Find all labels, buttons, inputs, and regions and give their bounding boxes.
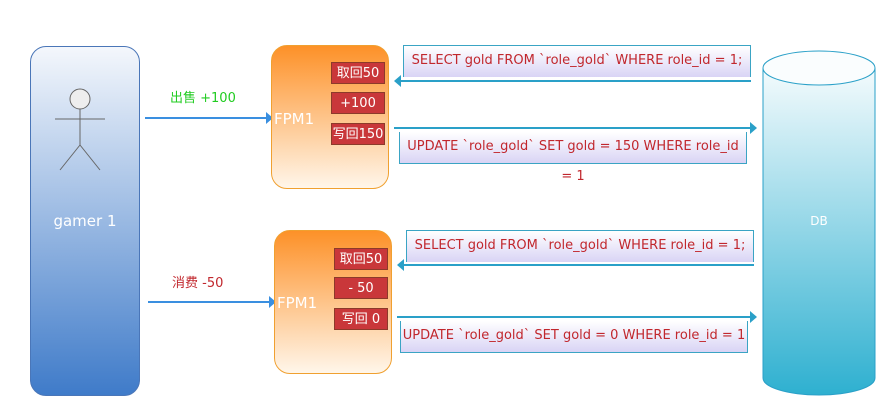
- arrowhead-icon: [750, 311, 757, 323]
- select-query: SELECT gold FROM `role_gold` WHERE role_…: [403, 45, 751, 77]
- arrow-db-to-fpm: [403, 264, 754, 266]
- select-query: SELECT gold FROM `role_gold` WHERE role_…: [406, 230, 754, 262]
- fpm-label: FPM1: [274, 110, 315, 128]
- db-label: DB: [810, 214, 828, 228]
- step-compute: +100: [331, 92, 385, 114]
- arrow-fpm-to-db: [397, 316, 750, 318]
- action-label-spend: 消费 -50: [172, 276, 224, 291]
- arrowhead-icon: [750, 122, 757, 134]
- step-fetch: 取回50: [334, 248, 388, 270]
- arrow-db-to-fpm: [400, 80, 751, 82]
- step-writeback: 写回 0: [334, 308, 388, 330]
- step-fetch: 取回50: [331, 62, 385, 84]
- arrow-gamer-to-fpm: [145, 117, 268, 119]
- arrow-fpm-to-db: [394, 127, 750, 129]
- arrowhead-icon: [266, 112, 273, 124]
- step-writeback: 写回150: [331, 123, 385, 145]
- gamer-label: gamer 1: [53, 212, 117, 230]
- database-cylinder: [762, 50, 876, 396]
- arrow-gamer-to-fpm: [148, 301, 271, 303]
- step-compute: - 50: [334, 277, 388, 299]
- fpm-label: FPM1: [277, 294, 318, 312]
- action-label-sell: 出售 +100: [170, 91, 236, 106]
- arrowhead-icon: [397, 259, 404, 271]
- actor-icon: [55, 88, 105, 171]
- arrowhead-icon: [394, 75, 401, 87]
- arrowhead-icon: [269, 296, 276, 308]
- update-query: UPDATE `role_gold` SET gold = 150 WHERE …: [399, 132, 747, 184]
- update-query: UPDATE `role_gold` SET gold = 0 WHERE ro…: [400, 321, 748, 353]
